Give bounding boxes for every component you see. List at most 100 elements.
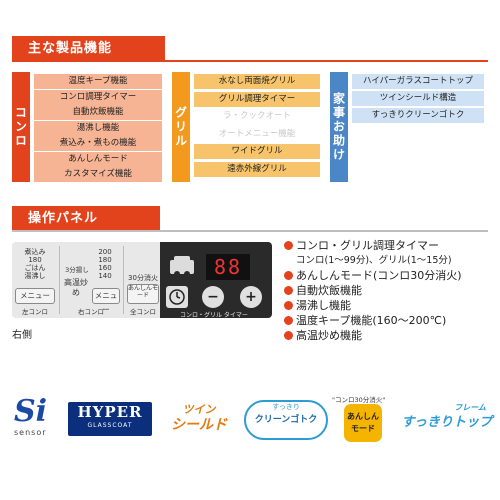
- grill-feature-item: ワイドグリル: [194, 144, 320, 159]
- bullet-dot-icon: [284, 271, 293, 280]
- panel-feature-text: コンロ(1〜99分)、グリル(1〜15分): [296, 255, 452, 266]
- column-divider: [123, 246, 124, 314]
- plus-button[interactable]: +: [240, 286, 262, 308]
- panel-feature-item: 自動炊飯機能: [284, 283, 494, 298]
- right-menu-button[interactable]: メニュー: [92, 288, 120, 314]
- fry-label: 3分揚し: [65, 266, 89, 274]
- timer-display: 88: [206, 254, 250, 280]
- anshin-caption: "コンロ30分消火": [332, 396, 386, 404]
- minus-button[interactable]: −: [202, 286, 224, 308]
- grill-feature-item: 水なし両面焼グリル: [194, 74, 320, 89]
- panel-feature-list: コンロ・グリル調理タイマーコンロ(1〜99分)、グリル(1〜15分) あんしんモー…: [284, 238, 494, 343]
- right-burner-label: 右コンロ: [78, 308, 104, 316]
- panel-column-left: 煮込み 180 ごはん 湯沸し メニュー 左コンロ: [12, 242, 58, 318]
- high-heat-button[interactable]: 高温炒め: [64, 278, 88, 297]
- bullet-dot-icon: [284, 241, 293, 250]
- clean-gotoku-logo: すっきり クリーンゴトク: [244, 400, 328, 440]
- mode-label: 煮込み: [24, 248, 46, 256]
- mode-label: 180: [28, 256, 42, 264]
- temp-label: 140: [98, 272, 112, 280]
- bullet-dot-icon: [284, 286, 293, 295]
- bullet-dot-icon: [284, 331, 293, 340]
- bullet-dot-icon: [284, 301, 293, 310]
- hyper-glasscoat-logo: HYPER GLASSCOAT: [68, 402, 152, 436]
- temp-label: 180: [98, 256, 112, 264]
- konro-label: コンロ: [13, 106, 28, 148]
- control-panel: 煮込み 180 ごはん 湯沸し メニュー 左コンロ 200 180 160 14…: [12, 242, 272, 319]
- panel-caption: 右側: [12, 330, 32, 341]
- panel-feature-text: 高温炒め機能: [296, 329, 362, 342]
- si-sensor-logo: Si sensor: [14, 396, 62, 446]
- temp-label: 200: [98, 248, 112, 256]
- grill-feature-item: オートメニュー機能: [194, 126, 320, 142]
- gotoku-logo-main: クリーンゴトク: [254, 415, 318, 425]
- twin-logo-bottom: シールド: [171, 417, 227, 433]
- konro-feature-item: カスタマイズ機能: [34, 167, 162, 182]
- column-divider: [59, 246, 60, 314]
- kaji-feature-item: ツインシールド構造: [352, 91, 484, 106]
- panel-feature-item: 高温炒め機能: [284, 328, 494, 343]
- panel-feature-text: 温度キープ機能(160〜200℃): [296, 314, 447, 327]
- si-logo-sub: sensor: [14, 428, 47, 437]
- konro-feature-item: 湯沸し機能: [34, 120, 162, 136]
- left-modes: 煮込み 180 ごはん 湯沸し: [12, 248, 58, 280]
- anshin-logo-top: あんしん: [347, 412, 379, 421]
- right-temps: 200 180 160 140: [90, 248, 120, 280]
- off-timer-label: 30分消火: [128, 274, 158, 282]
- panel-column-right: 200 180 160 140 3分揚し 高温炒め メニュー 右コンロ: [60, 242, 122, 318]
- kaji-label: 家事お助け: [331, 92, 346, 162]
- konro-feature-item: あんしんモード: [34, 151, 162, 167]
- panel-light-area: 煮込み 180 ごはん 湯沸し メニュー 左コンロ 200 180 160 14…: [12, 242, 162, 318]
- panel-feature-item: コンロ(1〜99分)、グリル(1〜15分): [284, 253, 494, 268]
- panel-column-all: 30分消火 あんしんモード 全コンロ: [124, 242, 162, 318]
- clock-button[interactable]: [166, 286, 188, 308]
- grill-feature-item: グリル調理タイマー: [194, 91, 320, 107]
- kaji-feature-item: すっきりクリーンゴトク: [352, 108, 484, 123]
- twin-shield-logo: ツイン シールド: [162, 402, 236, 436]
- panel-feature-item: コンロ・グリル調理タイマー: [284, 238, 494, 253]
- grill-feature-item: 遠赤外線グリル: [194, 161, 320, 177]
- frame-logo-top: フレーム: [454, 403, 486, 412]
- features-header: 主な製品機能: [12, 36, 165, 62]
- mode-label: 湯沸し: [24, 272, 46, 280]
- kaji-section-bar: 家事お助け: [330, 72, 348, 182]
- frame-logo-main: すっきりトップ: [401, 415, 492, 430]
- grill-icon: [170, 256, 194, 277]
- left-burner-label: 左コンロ: [22, 308, 48, 316]
- konro-section-bar: コンロ: [12, 72, 30, 182]
- konro-feature-item: 温度キープ機能: [34, 74, 162, 89]
- grill-feature-item: ラ・クックオート: [194, 109, 320, 124]
- kaji-feature-item: ハイパーガラスコートトップ: [352, 74, 484, 89]
- anshin-mode-button[interactable]: あんしんモード: [127, 284, 159, 304]
- all-burner-label: 全コンロ: [130, 308, 156, 316]
- konro-feature-item: 煮込み・煮もの機能: [34, 136, 162, 151]
- panel-feature-item: あんしんモード(コンロ30分消火): [284, 268, 494, 283]
- twin-logo-top: ツイン: [182, 403, 216, 416]
- hyper-logo-sub: GLASSCOAT: [87, 422, 133, 429]
- panel-header: 操作パネル: [12, 206, 160, 232]
- si-logo-letter: Si: [14, 394, 48, 429]
- panel-feature-text: あんしんモード(コンロ30分消火): [296, 269, 462, 282]
- panel-feature-text: 湯沸し機能: [296, 299, 351, 312]
- anshin-logo-bottom: モード: [351, 424, 375, 433]
- frame-sukkiri-top-logo: フレーム すっきりトップ: [392, 402, 492, 440]
- temp-label: 160: [98, 264, 112, 272]
- grill-label: グリル: [173, 106, 188, 148]
- panel-feature-text: 自動炊飯機能: [296, 284, 362, 297]
- features-header-line: [12, 60, 488, 62]
- konro-feature-item: 自動炊飯機能: [34, 105, 162, 120]
- mode-label: ごはん: [24, 264, 46, 272]
- panel-feature-item: 湯沸し機能: [284, 298, 494, 313]
- bullet-dot-icon: [284, 316, 293, 325]
- panel-feature-item: 温度キープ機能(160〜200℃): [284, 313, 494, 328]
- anshin-mode-logo: あんしん モード: [344, 404, 382, 442]
- panel-dark-area: 88 − + コンロ・グリル タイマー: [160, 242, 272, 319]
- grill-section-bar: グリル: [172, 72, 190, 182]
- gotoku-logo-top: すっきり: [272, 403, 300, 411]
- timer-label: コンロ・グリル タイマー: [180, 312, 248, 319]
- left-menu-button[interactable]: メニュー: [15, 288, 55, 304]
- panel-header-line: [12, 230, 488, 232]
- konro-feature-item: コンロ調理タイマー: [34, 89, 162, 105]
- panel-feature-text: コンロ・グリル調理タイマー: [296, 239, 439, 252]
- hyper-logo-main: HYPER: [77, 403, 143, 421]
